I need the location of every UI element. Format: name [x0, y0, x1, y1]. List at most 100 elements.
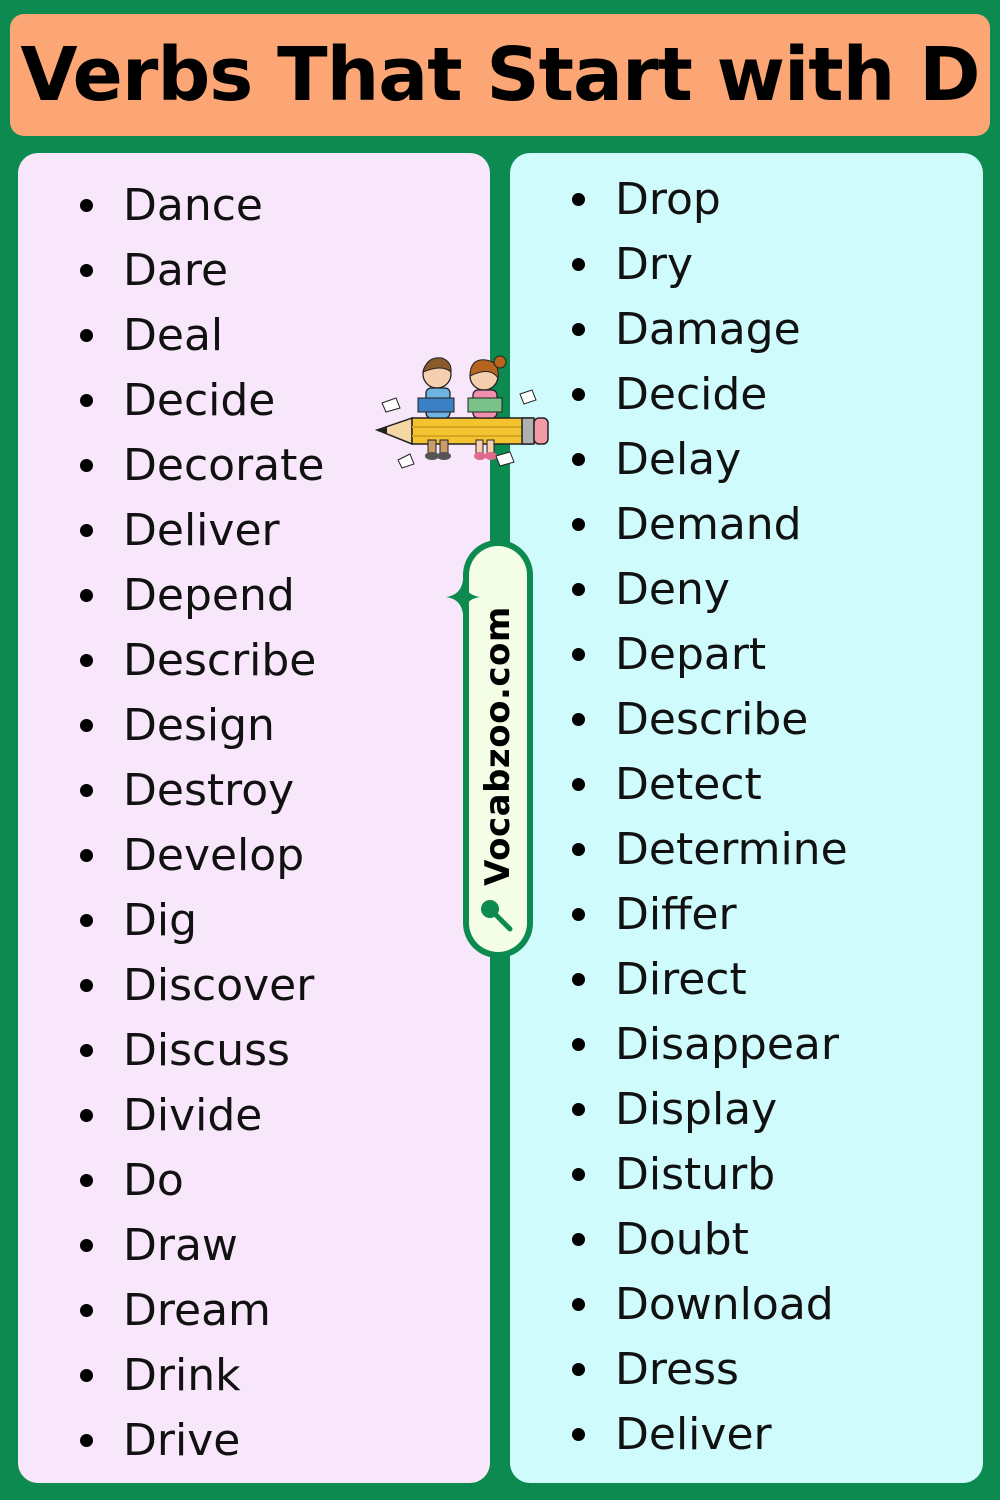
word-text: Discover: [123, 960, 315, 1011]
bullet-icon: [80, 524, 93, 537]
bullet-icon: [80, 1174, 93, 1187]
word-text: Divide: [123, 1090, 263, 1141]
list-item: Disappear: [572, 1012, 848, 1077]
word-text: Detect: [615, 759, 762, 810]
word-text: Delay: [615, 434, 742, 485]
list-item: Determine: [572, 817, 848, 882]
magnifier-icon: [481, 900, 513, 932]
bullet-icon: [572, 1103, 585, 1116]
word-text: Demand: [615, 499, 802, 550]
bullet-icon: [572, 1363, 585, 1376]
list-item: Drink: [80, 1343, 324, 1408]
bullet-icon: [80, 589, 93, 602]
list-item: Depend: [80, 563, 324, 628]
word-text: Design: [123, 700, 275, 751]
brand-badge: Vocabzoo.com: [463, 540, 533, 958]
list-item: Deliver: [572, 1402, 848, 1467]
bullet-icon: [572, 453, 585, 466]
list-item: Deliver: [80, 498, 324, 563]
page-title: Verbs That Start with D: [20, 32, 980, 118]
bullet-icon: [80, 784, 93, 797]
bullet-icon: [80, 199, 93, 212]
list-item: Discover: [80, 953, 324, 1018]
title-bar: Verbs That Start with D: [10, 14, 990, 136]
list-item: Do: [80, 1148, 324, 1213]
word-text: Depart: [615, 629, 767, 680]
list-item: Dream: [80, 1278, 324, 1343]
list-item: Detect: [572, 752, 848, 817]
word-text: Display: [615, 1084, 778, 1135]
list-item: Decide: [80, 368, 324, 433]
word-text: Drop: [615, 174, 721, 225]
bullet-icon: [572, 1168, 585, 1181]
word-text: Determine: [615, 824, 848, 875]
bullet-icon: [572, 583, 585, 596]
bullet-icon: [572, 843, 585, 856]
bullet-icon: [572, 778, 585, 791]
list-item: Destroy: [80, 758, 324, 823]
list-item: Direct: [572, 947, 848, 1012]
list-item: Download: [572, 1272, 848, 1337]
bullet-icon: [80, 1109, 93, 1122]
list-item: Describe: [80, 628, 324, 693]
list-item: Draw: [80, 1213, 324, 1278]
bullet-icon: [80, 914, 93, 927]
word-text: Decide: [615, 369, 768, 420]
kids-reading-illustration: [374, 355, 549, 469]
bullet-icon: [572, 323, 585, 336]
list-item: Decorate: [80, 433, 324, 498]
word-text: Damage: [615, 304, 801, 355]
bullet-icon: [572, 908, 585, 921]
word-text: Destroy: [123, 765, 295, 816]
list-item: Discuss: [80, 1018, 324, 1083]
list-item: Doubt: [572, 1207, 848, 1272]
word-text: Drink: [123, 1350, 241, 1401]
word-text: Deny: [615, 564, 730, 615]
word-text: Do: [123, 1155, 184, 1206]
list-item: Dig: [80, 888, 324, 953]
list-item: Divide: [80, 1083, 324, 1148]
word-text: Decide: [123, 375, 276, 426]
word-text: Deliver: [615, 1409, 772, 1460]
bullet-icon: [80, 1434, 93, 1447]
word-text: Dream: [123, 1285, 271, 1336]
bullet-icon: [80, 719, 93, 732]
word-text: Dig: [123, 895, 198, 946]
word-text: Drive: [123, 1415, 241, 1466]
list-item: Damage: [572, 297, 848, 362]
bullet-icon: [572, 1233, 585, 1246]
word-text: Describe: [615, 694, 809, 745]
list-item: Dance: [80, 173, 324, 238]
list-item: Demand: [572, 492, 848, 557]
list-item: Decide: [572, 362, 848, 427]
word-text: Deliver: [123, 505, 280, 556]
bullet-icon: [80, 1044, 93, 1057]
word-text: Disappear: [615, 1019, 839, 1070]
word-text: Direct: [615, 954, 747, 1005]
list-item: Drive: [80, 1408, 324, 1473]
bullet-icon: [80, 1304, 93, 1317]
bullet-icon: [572, 1038, 585, 1051]
bullet-icon: [572, 518, 585, 531]
bullet-icon: [80, 849, 93, 862]
word-text: Describe: [123, 635, 317, 686]
word-text: Draw: [123, 1220, 238, 1271]
word-text: Dance: [123, 180, 263, 231]
word-text: Decorate: [123, 440, 325, 491]
bullet-icon: [80, 264, 93, 277]
word-text: Develop: [123, 830, 305, 881]
brand-text: Vocabzoo.com: [478, 606, 518, 886]
list-item: Depart: [572, 622, 848, 687]
bullet-icon: [572, 973, 585, 986]
word-text: Dry: [615, 239, 694, 290]
list-item: Differ: [572, 882, 848, 947]
list-item: Describe: [572, 687, 848, 752]
list-item: Design: [80, 693, 324, 758]
bullet-icon: [572, 258, 585, 271]
word-text: Doubt: [615, 1214, 749, 1265]
list-item: Drop: [572, 167, 848, 232]
bullet-icon: [80, 329, 93, 342]
